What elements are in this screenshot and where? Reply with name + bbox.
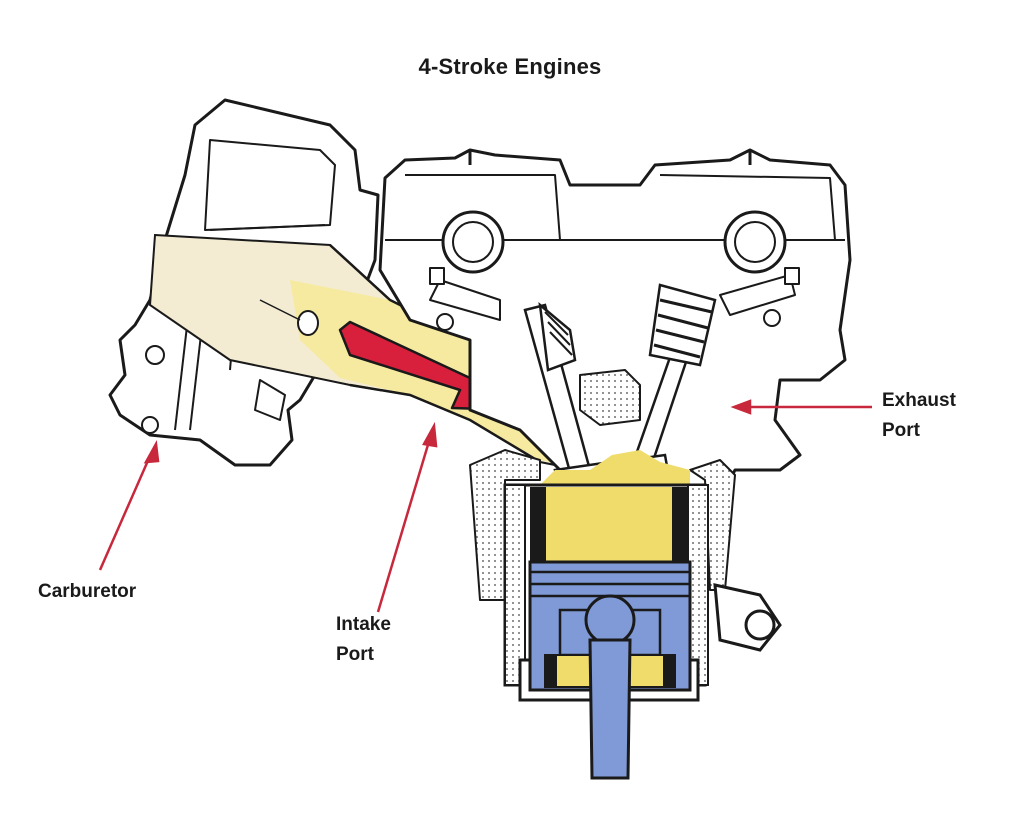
carburetor-pointer (98, 455, 152, 571)
exhaust-port-label: Exhaust Port (882, 386, 956, 446)
combustion-charge (540, 450, 690, 485)
piston (528, 560, 692, 780)
crankcase-lug (713, 583, 782, 652)
intake-port-label-line2: Port (336, 644, 374, 665)
pointer-lines (98, 399, 872, 613)
carburetor-label-text: Carburetor (38, 581, 137, 602)
intake-pointer (376, 437, 432, 613)
intake-port-label-line1: Intake (336, 614, 391, 635)
cylinder-head (378, 148, 852, 601)
diagram-title: 4-Stroke Engines (418, 54, 602, 79)
intake-port-label: Intake Port (336, 610, 391, 670)
carburetor-label: Carburetor (38, 577, 136, 607)
exhaust-port-label-line1: Exhaust (882, 390, 956, 411)
exhaust-port-label-line2: Port (882, 420, 920, 441)
